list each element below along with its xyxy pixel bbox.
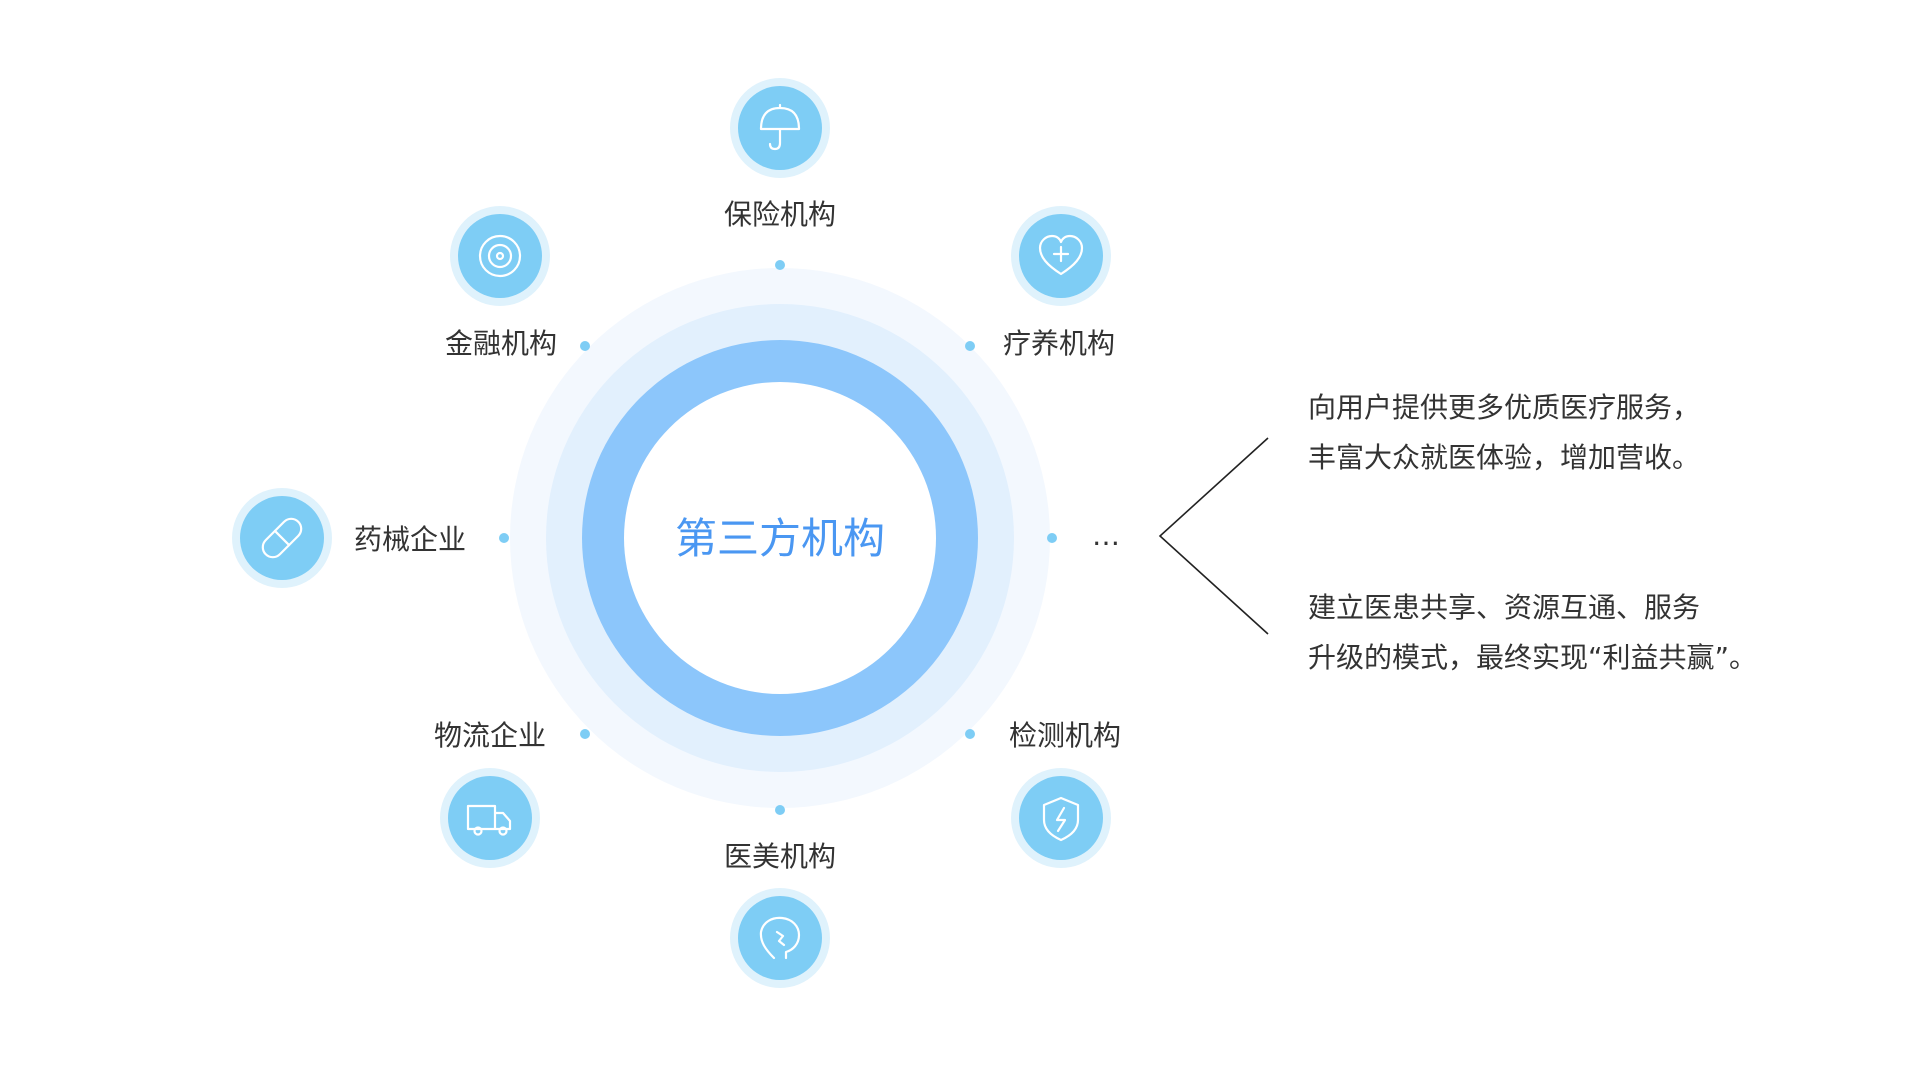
node-icons [232,78,1111,988]
node-label-finance: 金融机构 [445,327,557,360]
truck-icon [440,768,540,868]
dot-logistics [580,729,590,739]
node-dots [499,260,1057,815]
node-label-more: … [1092,519,1120,552]
node-label-aesthetic: 医美机构 [724,840,836,873]
node-label-pharma: 药械企业 [354,523,466,556]
dot-aesthetic [775,805,785,815]
pill-icon [232,488,332,588]
dot-pharma [499,533,509,543]
dot-insurance [775,260,785,270]
bracket-connector [1158,437,1269,635]
description-model: 建立医患共享、资源互通、服务 升级的模式，最终实现“利益共赢”。 [1308,583,1757,683]
dot-sanatorium [965,341,975,351]
description-line: 建立医患共享、资源互通、服务 [1308,591,1701,624]
coin-icon [450,206,550,306]
inner-core [624,382,936,694]
node-label-sanatorium: 疗养机构 [1003,327,1115,360]
center-label: 第三方机构 [675,514,885,563]
shield-bolt-icon [1011,768,1111,868]
description-line: 丰富大众就医体验，增加营收。 [1308,441,1701,474]
center-hub: 第三方机构 [510,268,1050,808]
umbrella-icon [730,78,830,178]
description-line: 向用户提供更多优质医疗服务， [1308,391,1701,424]
node-labels: 保险机构 疗养机构 … 检测机构 医美机构 物流企业 药械企业 金融机构 [354,198,1121,873]
node-label-logistics: 物流企业 [434,719,546,752]
dot-more [1047,533,1057,543]
face-profile-icon [730,888,830,988]
node-label-insurance: 保险机构 [724,198,836,231]
dot-finance [580,341,590,351]
description-line: 升级的模式，最终实现“利益共赢”。 [1308,641,1758,674]
dot-testing [965,729,975,739]
heart-plus-icon [1011,206,1111,306]
description-benefits: 向用户提供更多优质医疗服务， 丰富大众就医体验，增加营收。 [1308,383,1700,483]
node-label-testing: 检测机构 [1009,719,1121,752]
